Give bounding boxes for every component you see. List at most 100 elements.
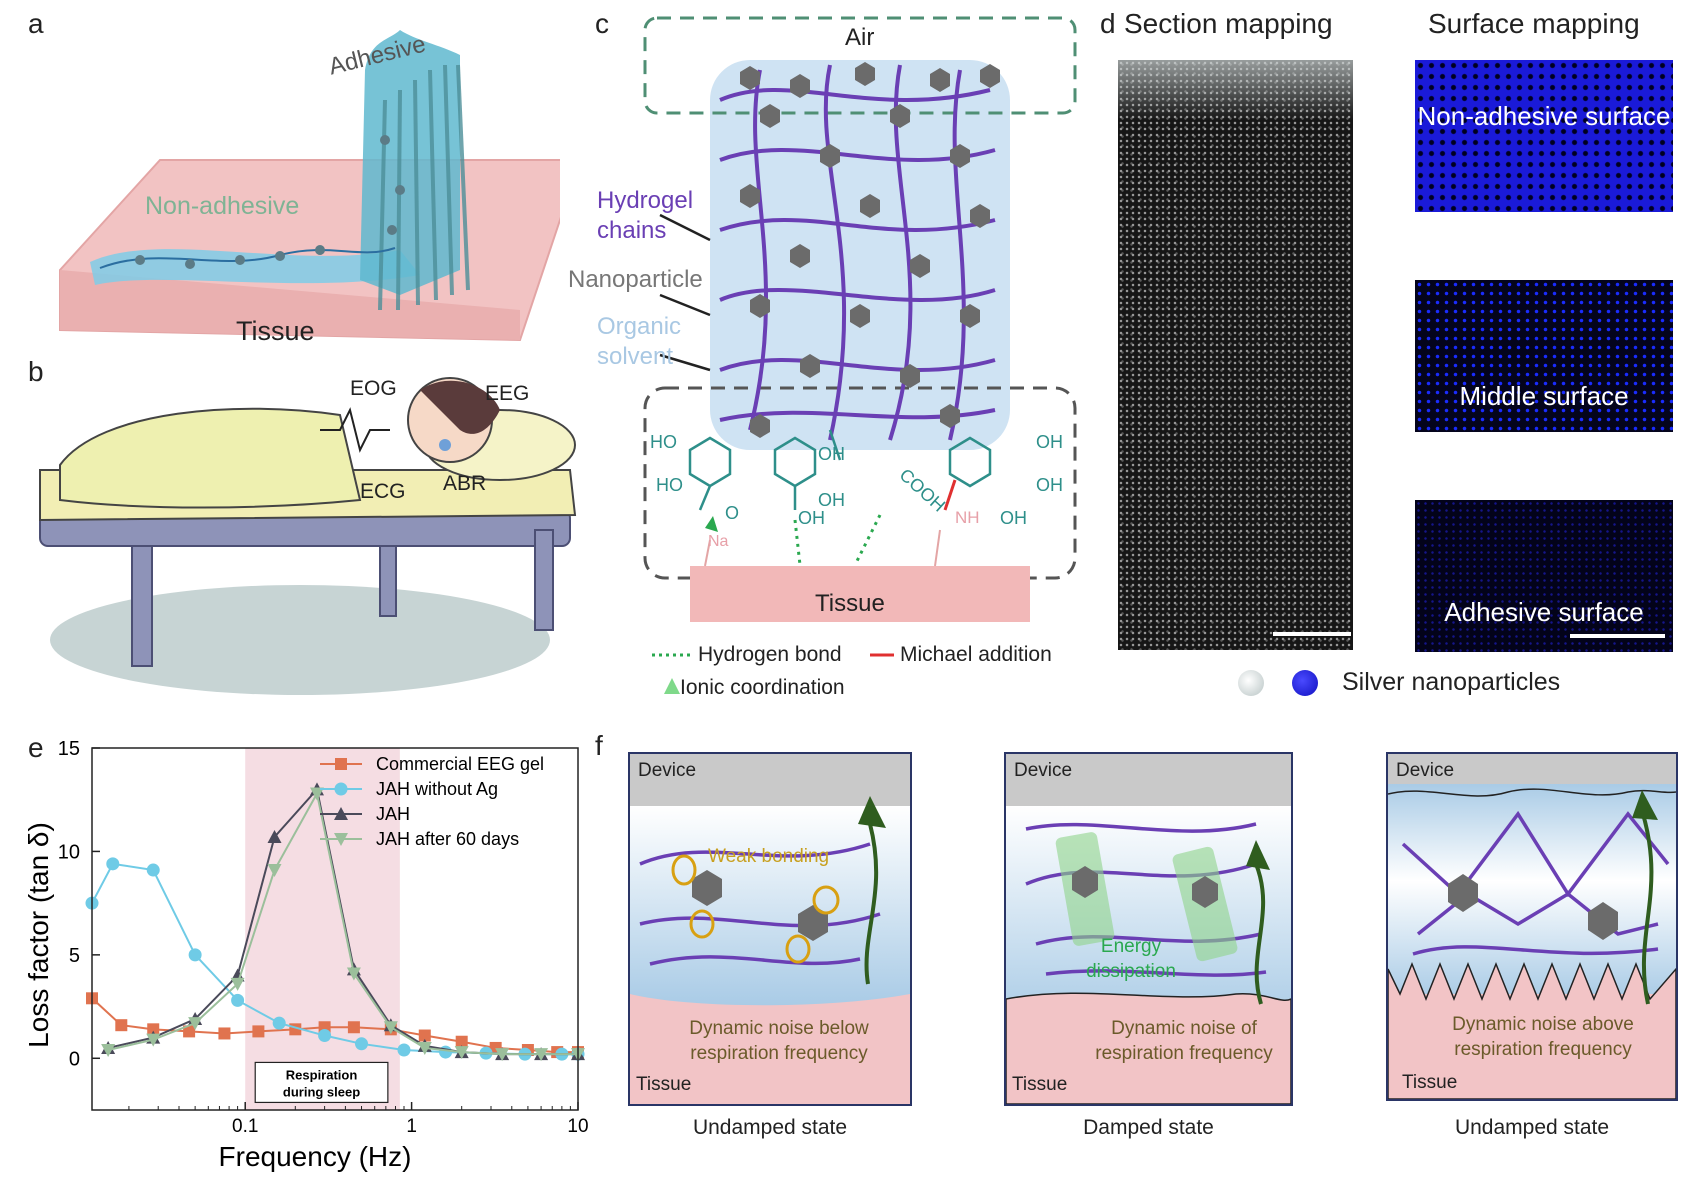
- michael-bond: [943, 479, 957, 511]
- gel-layer-2: [1006, 806, 1291, 1026]
- panel-a-illustration: [59, 30, 560, 342]
- panel-e-letter: e: [28, 732, 44, 763]
- series-0-point-2: [147, 1023, 160, 1036]
- legend-label-2: JAH: [376, 804, 410, 824]
- series-1-point-8: [397, 1043, 411, 1057]
- legend-marker-2: [334, 807, 348, 820]
- organic-solvent-label: Organic solvent: [597, 313, 682, 370]
- gel-layer-1: [630, 806, 910, 1006]
- series-3-point-9: [454, 1046, 469, 1060]
- hydrogel-chains-label: Hydrogel chains: [597, 187, 694, 244]
- series-3-point-10: [495, 1048, 510, 1062]
- x-tick-label-1: 1: [406, 1116, 417, 1137]
- respiration-label-box: [254, 1061, 389, 1104]
- tissue-block-side: [60, 270, 520, 340]
- panel-c-letter: c: [595, 8, 609, 39]
- nanoparticle-label: Nanoparticle: [568, 266, 703, 293]
- tissue-label-f1: Tissue: [636, 1074, 692, 1095]
- chem-oh6: OH: [1000, 508, 1027, 528]
- non-adhesive-surface-image: Non-adhesive surface: [1415, 60, 1673, 212]
- section-mapping-image: [1118, 60, 1353, 650]
- caption-f3: Undamped state: [1454, 1116, 1610, 1139]
- series-0-point-7: [318, 1021, 331, 1034]
- series-3-point-5: [309, 787, 324, 801]
- surface-mapping-title: Surface mapping: [1428, 8, 1640, 39]
- series-0-point-10: [418, 1029, 431, 1042]
- legend-hbond-label: Hydrogen bond: [698, 643, 842, 666]
- series-1-point-1: [106, 857, 120, 871]
- device-label-3: Device: [1396, 760, 1455, 781]
- chem-nh: NH: [955, 508, 980, 527]
- y-tick-label-0: 0: [69, 1048, 80, 1070]
- chem-ho2: HO: [656, 475, 683, 495]
- series-3-point-11: [534, 1048, 549, 1062]
- middle-surface-label: Middle surface: [1459, 381, 1629, 411]
- panel-b-letter: b: [28, 356, 44, 387]
- air-label: Air: [845, 24, 875, 51]
- floor-shadow: [50, 585, 550, 695]
- nanoparticles: [740, 62, 1000, 438]
- series-0-point-1: [115, 1019, 128, 1032]
- note-label-3: Dynamic noise above respiration frequenc…: [1452, 1014, 1634, 1060]
- chem-oh5: OH: [1036, 475, 1063, 495]
- legend-label-1: JAH without Ag: [376, 779, 498, 799]
- blanket: [59, 407, 362, 509]
- hydrogel-body: [710, 60, 1010, 450]
- legend-ionic-label: Ionic coordination: [680, 676, 845, 699]
- energy-dissipation-label: Energy dissipation: [1086, 936, 1176, 982]
- series-1-point-9: [439, 1045, 453, 1059]
- chains-3: [1401, 810, 1670, 956]
- chem-na: Na: [708, 533, 729, 550]
- adhesive-surface-image: Adhesive surface: [1415, 500, 1673, 652]
- panel-c-schematic: [643, 16, 1077, 622]
- respiration-label-line2: during sleep: [283, 1084, 360, 1099]
- device-layer-1: [630, 754, 910, 806]
- chem-oh1: OH: [818, 444, 845, 464]
- panel-d-letter: d: [1100, 8, 1116, 39]
- series-3-point-2: [188, 1017, 203, 1031]
- eog-label: EOG: [350, 377, 397, 400]
- series-3-point-0: [101, 1044, 116, 1058]
- gel-layer-3: [1388, 784, 1676, 999]
- series-0-point-11: [455, 1035, 468, 1048]
- series-1-point-4: [231, 993, 245, 1007]
- series-3-point-7: [383, 1021, 398, 1035]
- legend-label-3: JAH after 60 days: [376, 829, 519, 849]
- middle-surface-image: Middle surface: [1415, 280, 1673, 432]
- legend-michael-label: Michael addition: [900, 643, 1052, 666]
- scale-bar-section: [1273, 632, 1351, 636]
- x-tick-label-0: 0.1: [232, 1116, 258, 1137]
- legend-marker-1: [334, 782, 348, 796]
- tissue-label-a: Tissue: [236, 316, 315, 346]
- tissue-label-f3: Tissue: [1402, 1072, 1458, 1093]
- device-label-2: Device: [1014, 760, 1073, 781]
- series-0-point-4: [218, 1027, 231, 1040]
- abr-label: ABR: [443, 472, 487, 495]
- series-1-point-2: [146, 863, 160, 877]
- series-3-point-3: [230, 977, 245, 991]
- series-0-point-5: [252, 1025, 265, 1038]
- noise-arrow-2: [1254, 863, 1266, 1005]
- plot-frame: [91, 747, 579, 1111]
- panel-f-letter: f: [595, 730, 603, 761]
- ecg-label: ECG: [360, 480, 406, 503]
- section-surface-band: [1118, 60, 1353, 120]
- x-axis-label: Frequency (Hz): [219, 1141, 412, 1172]
- chem-oh2: OH: [818, 490, 845, 510]
- panel-b-illustration: [39, 377, 577, 695]
- non-adhesive-label: Non-adhesive: [145, 192, 300, 220]
- chem-oh3: OH: [798, 508, 825, 528]
- series-1-point-7: [355, 1037, 369, 1051]
- y-tick-label-3: 15: [58, 738, 80, 760]
- chains-1: [639, 842, 881, 966]
- non-adhesive-surface-label: Non-adhesive surface: [1417, 101, 1671, 131]
- interface-box: [643, 386, 1077, 580]
- adhesive-surface-label: Adhesive surface: [1444, 597, 1644, 627]
- catechol-groups: [688, 429, 992, 511]
- ecg-trace: [320, 407, 390, 453]
- device-layer-2: [1006, 754, 1291, 806]
- legend-ionic-marker: [664, 678, 680, 694]
- series-1-point-3: [188, 948, 202, 962]
- series-3-point-4: [267, 864, 282, 878]
